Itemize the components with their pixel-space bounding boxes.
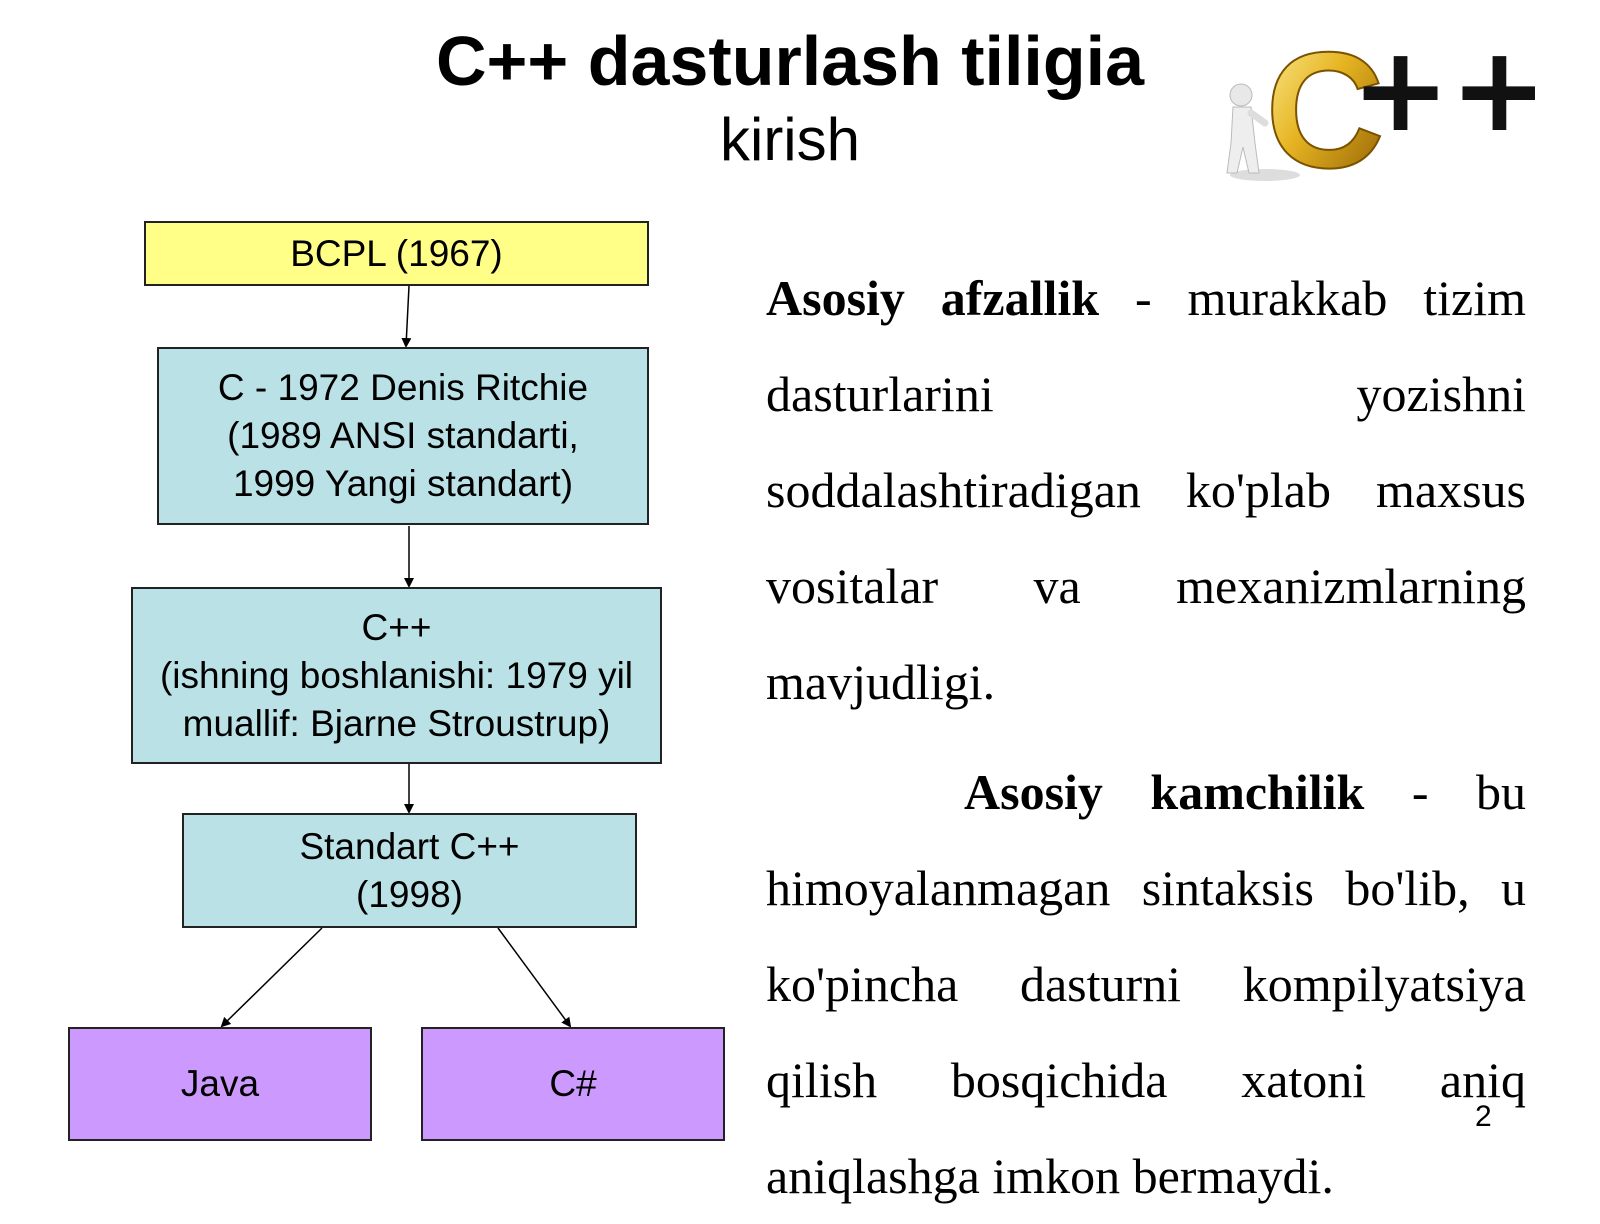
advantage-text-last: mavjudligi. [766, 654, 996, 710]
c-language-box: C - 1972 Denis Ritchie (1989 ANSI standa… [157, 347, 649, 525]
std-line-1: Standart C++ [299, 825, 520, 867]
c-line-2: (1989 ANSI standarti, [227, 415, 579, 456]
arrow-std-to-csharp [497, 927, 572, 1028]
bcpl-box: BCPL (1967) [144, 221, 649, 286]
cpp-line-1: C++ [361, 606, 432, 648]
cpp-logo-icon: C ++ [1226, 25, 1535, 185]
java-label: Java [180, 1063, 260, 1104]
disadvantage-text-last: aniqlashga imkon bermaydi. [766, 1148, 1334, 1204]
cpp-box: C++ (ishning boshlanishi: 1979 yil muall… [131, 587, 662, 764]
advantage-paragraph: Asosiy afzallik - murakkab tizim dasturl… [766, 250, 1526, 730]
advantage-term: Asosiy afzallik [766, 270, 1100, 326]
advantage-text: - murakkab tizim dasturlarini yozishni s… [766, 270, 1526, 614]
csharp-box: C# [421, 1027, 725, 1141]
page-number: 2 [1475, 1100, 1492, 1133]
java-box: Java [68, 1027, 372, 1141]
disadvantage-paragraph: Asosiy kamchilik - bu himoyalanmagan sin… [766, 744, 1526, 1224]
disadvantage-text: - bu himoyalanmagan sintaksis bo'lib, u … [766, 764, 1526, 1108]
cpp-line-3: muallif: Bjarne Stroustrup) [182, 702, 611, 744]
cpp-line-2: (ishning boshlanishi: 1979 yil [159, 654, 634, 696]
arrow-bcpl-to-c [401, 285, 412, 348]
c-line-3: 1999 Yangi standart) [232, 463, 574, 504]
logo-letter: C [1265, 25, 1384, 185]
bcpl-label: BCPL (1967) [290, 232, 503, 274]
disadvantage-term: Asosiy kamchilik [964, 764, 1365, 820]
slide-title: C++ dasturlash tiligia [436, 22, 1144, 100]
slide-subtitle: kirish [719, 106, 860, 173]
csharp-label: C# [549, 1063, 597, 1104]
standard-cpp-box: Standart C++ (1998) [182, 813, 637, 928]
arrow-std-to-java [220, 927, 323, 1028]
std-line-2: (1998) [356, 873, 463, 915]
logo-plus: ++ [1351, 25, 1535, 158]
figure-icon [1226, 83, 1269, 174]
c-line-1: C - 1972 Denis Ritchie [217, 367, 589, 408]
